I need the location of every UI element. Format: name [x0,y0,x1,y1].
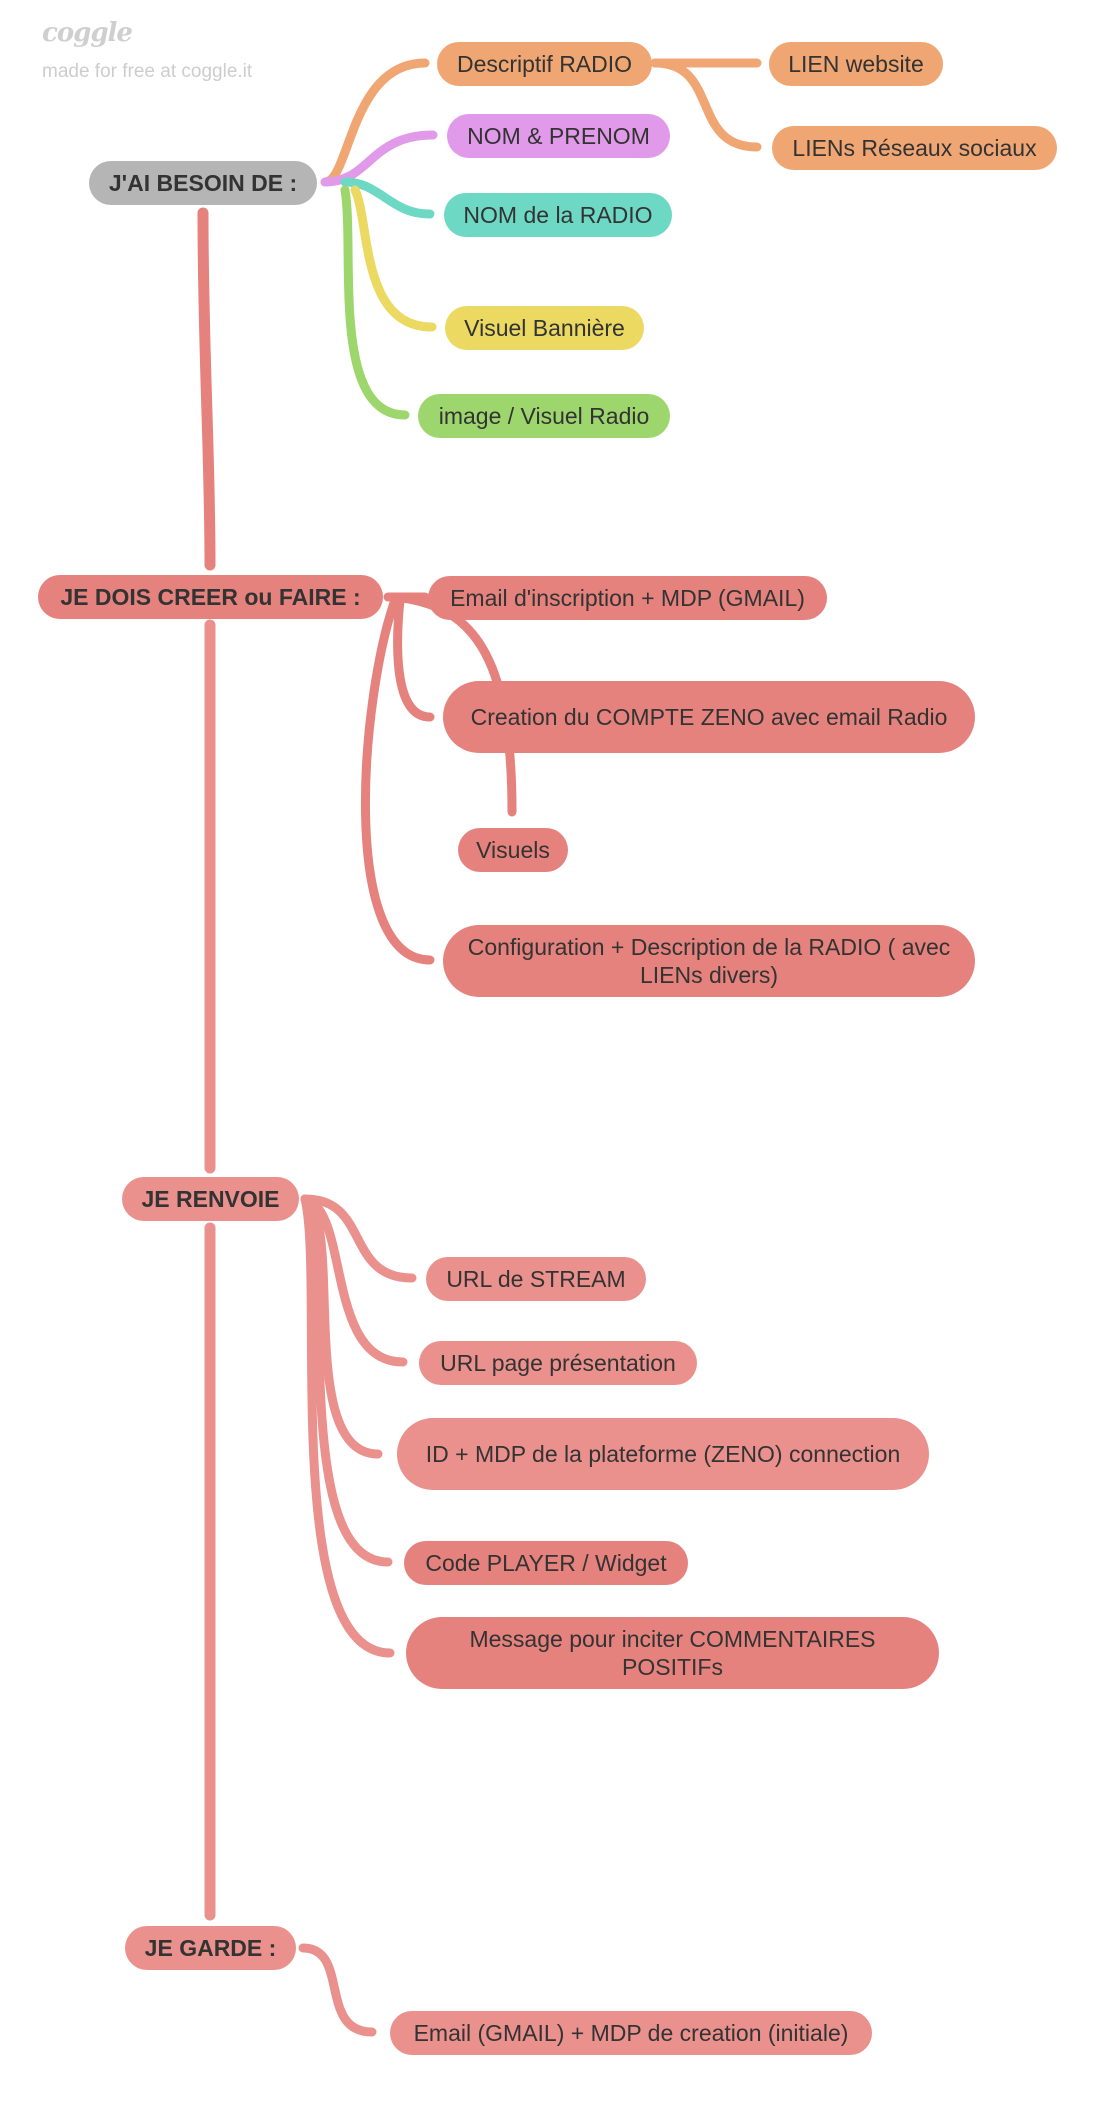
node-image-visuel[interactable]: image / Visuel Radio [418,394,670,438]
link-renvoie-url-stream [300,1194,417,1283]
link-descriptif-liens-reseaux [650,58,762,152]
link-renvoie-url-page [300,1194,408,1367]
link-creer-configuration [360,595,435,965]
link-renvoie-id-mdp [300,1194,383,1459]
link-garde-email [298,1943,377,2037]
node-garde[interactable]: JE GARDE : [125,1926,296,1970]
link-besoin-image-visuel [340,185,410,420]
node-id-mdp-zeno[interactable]: ID + MDP de la plateforme (ZENO) connect… [397,1418,929,1490]
link-renvoie-message [300,1194,395,1658]
node-email-garde[interactable]: Email (GMAIL) + MDP de creation (initial… [390,2011,872,2055]
node-liens-reseaux[interactable]: LIENs Réseaux sociaux [772,126,1057,170]
link-besoin-nom-radio [340,177,435,219]
node-email-inscription[interactable]: Email d'inscription + MDP (GMAIL) [428,576,827,620]
node-compte-zeno[interactable]: Creation du COMPTE ZENO avec email Radio [443,681,975,753]
link-creer-visuels [390,592,517,817]
node-url-stream[interactable]: URL de STREAM [426,1257,646,1301]
node-visuels[interactable]: Visuels [458,828,568,872]
node-descriptif-radio[interactable]: Descriptif RADIO [437,42,652,86]
node-lien-website[interactable]: LIEN website [769,42,943,86]
link-besoin-visuel-banniere [350,185,437,332]
link-besoin-descriptif [320,58,430,187]
link-besoin-creer [197,207,216,571]
node-creer[interactable]: JE DOIS CREER ou FAIRE : [38,575,383,619]
node-configuration[interactable]: Configuration + Description de la RADIO … [443,925,975,997]
node-besoin[interactable]: J'AI BESOIN DE : [89,161,317,205]
node-visuel-banniere[interactable]: Visuel Bannière [445,306,644,350]
coggle-tagline[interactable]: made for free at coggle.it [42,61,253,82]
node-url-page[interactable]: URL page présentation [419,1341,697,1385]
link-creer-compte-zeno [393,595,435,722]
coggle-logo: coggle [42,18,133,48]
node-renvoie[interactable]: JE RENVOIE [122,1177,299,1221]
node-nom-radio[interactable]: NOM de la RADIO [444,193,672,237]
node-code-player[interactable]: Code PLAYER / Widget [404,1541,688,1585]
node-message-commentaires[interactable]: Message pour inciter COMMENTAIRES POSITI… [406,1617,939,1689]
node-nom-prenom[interactable]: NOM & PRENOM [447,114,670,158]
link-besoin-nom-prenom [320,130,438,187]
